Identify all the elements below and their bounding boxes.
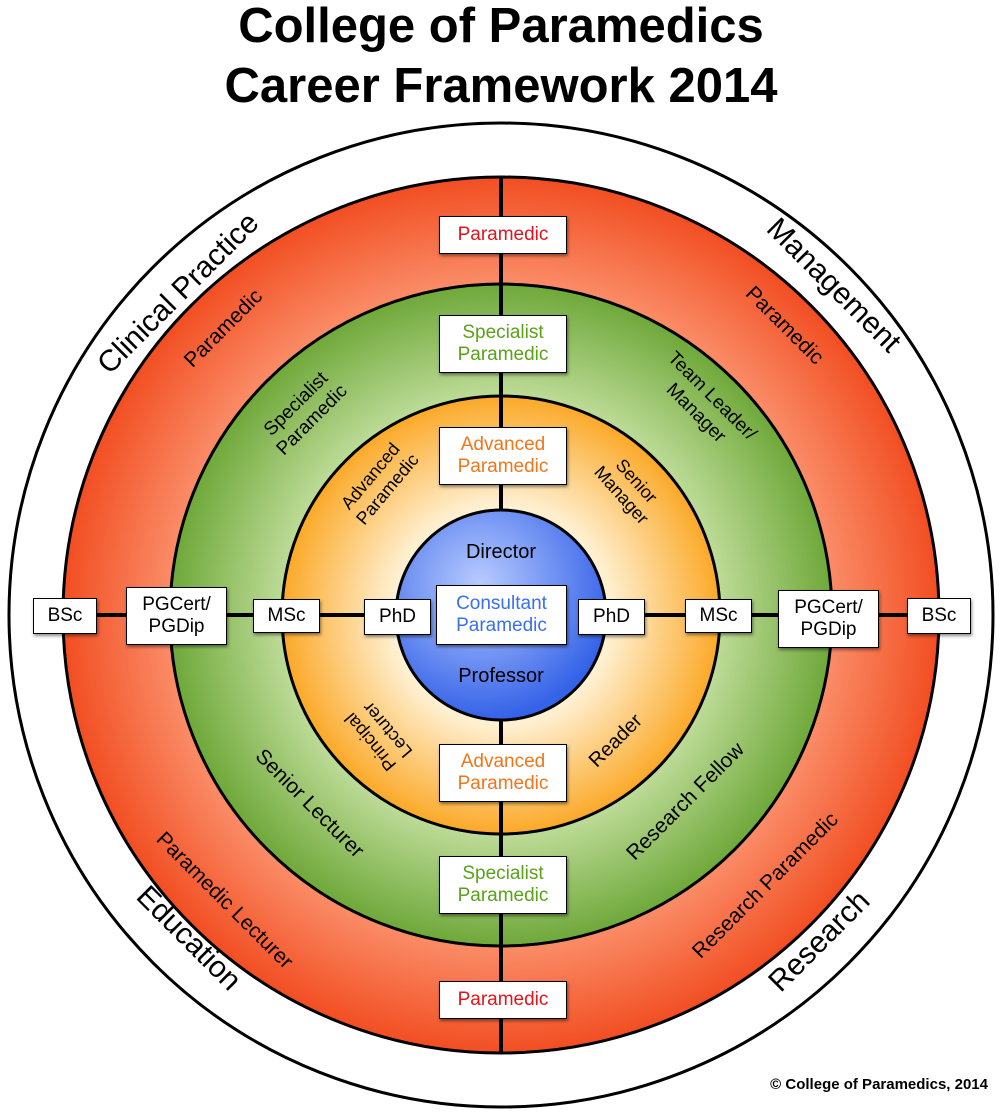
left-pgcert-line-2: PGDip: [148, 616, 205, 637]
box-left-phd: PhD: [364, 599, 431, 635]
left-pgcert-line-1: PGCert/: [142, 594, 211, 615]
box-right-pgcert: PGCert/ PGDip: [778, 590, 879, 648]
box-left-msc: MSc: [253, 599, 320, 633]
left-phd-label: PhD: [379, 606, 416, 627]
bottom-specialist-line-1: Specialist: [462, 863, 544, 884]
copyright-notice: © College of Paramedics, 2014: [770, 1076, 988, 1093]
title-line-1: College of Paramedics: [238, 0, 764, 53]
right-msc-label: MSc: [699, 605, 738, 626]
box-consultant-paramedic: Consultant Paramedic: [436, 585, 567, 645]
consultant-line-2: Paramedic: [456, 615, 547, 636]
box-right-bsc: BSc: [907, 598, 971, 634]
box-right-msc: MSc: [685, 599, 752, 633]
title-line-2: Career Framework 2014: [224, 59, 778, 113]
box-top-advanced: Advanced Paramedic: [439, 427, 567, 485]
top-specialist-line-2: Paramedic: [457, 344, 549, 365]
box-bottom-paramedic: Paramedic: [439, 981, 567, 1019]
right-pgcert-line-1: PGCert/: [794, 597, 863, 618]
box-bottom-specialist: Specialist Paramedic: [439, 856, 567, 914]
top-paramedic-label: Paramedic: [457, 224, 549, 245]
box-top-specialist: Specialist Paramedic: [439, 315, 567, 373]
center-professor: Professor: [458, 665, 544, 687]
center-director: Director: [466, 541, 536, 563]
top-advanced-line-2: Paramedic: [457, 456, 549, 477]
top-specialist-line-1: Specialist: [462, 322, 544, 343]
right-pgcert-line-2: PGDip: [800, 619, 857, 640]
left-bsc-label: BSc: [47, 605, 83, 626]
right-bsc-label: BSc: [921, 605, 957, 626]
consultant-line-1: Consultant: [456, 593, 547, 614]
left-msc-label: MSc: [267, 605, 306, 626]
box-bottom-advanced: Advanced Paramedic: [439, 744, 567, 802]
box-left-pgcert: PGCert/ PGDip: [126, 587, 227, 645]
right-phd-label: PhD: [593, 606, 630, 627]
box-left-bsc: BSc: [33, 598, 97, 634]
bottom-advanced-line-1: Advanced: [460, 751, 546, 772]
box-right-phd: PhD: [578, 599, 645, 635]
bottom-paramedic-label: Paramedic: [457, 989, 549, 1010]
bottom-advanced-line-2: Paramedic: [457, 773, 549, 794]
top-advanced-line-1: Advanced: [460, 434, 546, 455]
bottom-specialist-line-2: Paramedic: [457, 885, 549, 906]
box-top-paramedic: Paramedic: [439, 216, 567, 254]
